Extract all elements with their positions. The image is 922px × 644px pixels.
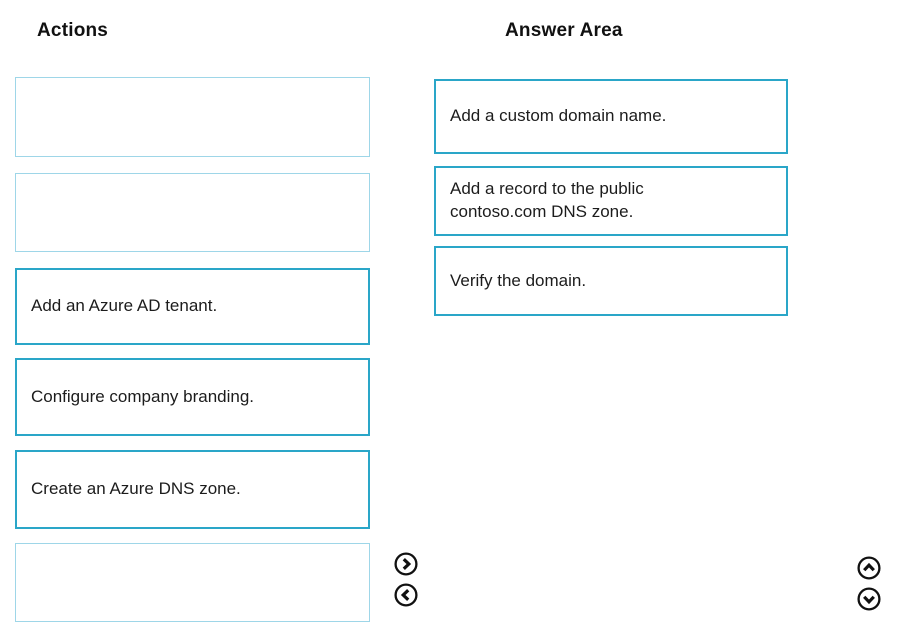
action-item-label: Add an Azure AD tenant.	[31, 296, 218, 316]
move-controls-vertical	[857, 556, 881, 611]
answer-item-label: Add a custom domain name.	[450, 106, 667, 126]
action-item-label: Configure company branding.	[31, 386, 255, 406]
answer-item-label: Add a record to the public contoso.com D…	[450, 179, 644, 221]
answer-item-verify-domain[interactable]: Verify the domain.	[434, 246, 788, 316]
chevron-right-circle-icon	[394, 552, 418, 576]
action-item-label: Create an Azure DNS zone.	[31, 479, 241, 499]
move-down-button[interactable]	[857, 587, 881, 611]
action-item-add-azure-ad-tenant[interactable]: Add an Azure AD tenant.	[15, 268, 370, 345]
answer-item-label: Verify the domain.	[450, 270, 587, 290]
chevron-down-circle-icon	[857, 587, 881, 611]
action-slot-empty-3[interactable]	[15, 543, 370, 622]
chevron-left-circle-icon	[394, 583, 418, 607]
chevron-up-circle-icon	[857, 556, 881, 580]
move-up-button[interactable]	[857, 556, 881, 580]
move-controls-horizontal	[394, 552, 418, 607]
answer-item-add-record-public-dns[interactable]: Add a record to the public contoso.com D…	[434, 166, 788, 236]
answer-area-title: Answer Area	[505, 20, 623, 41]
action-slot-empty-1[interactable]	[15, 77, 370, 157]
action-item-create-azure-dns-zone[interactable]: Create an Azure DNS zone.	[15, 450, 370, 529]
move-left-button[interactable]	[394, 583, 418, 607]
move-right-button[interactable]	[394, 552, 418, 576]
action-item-configure-company-branding[interactable]: Configure company branding.	[15, 358, 370, 436]
action-slot-empty-2[interactable]	[15, 173, 370, 252]
answer-item-add-custom-domain-name[interactable]: Add a custom domain name.	[434, 79, 788, 154]
actions-title: Actions	[37, 20, 109, 41]
